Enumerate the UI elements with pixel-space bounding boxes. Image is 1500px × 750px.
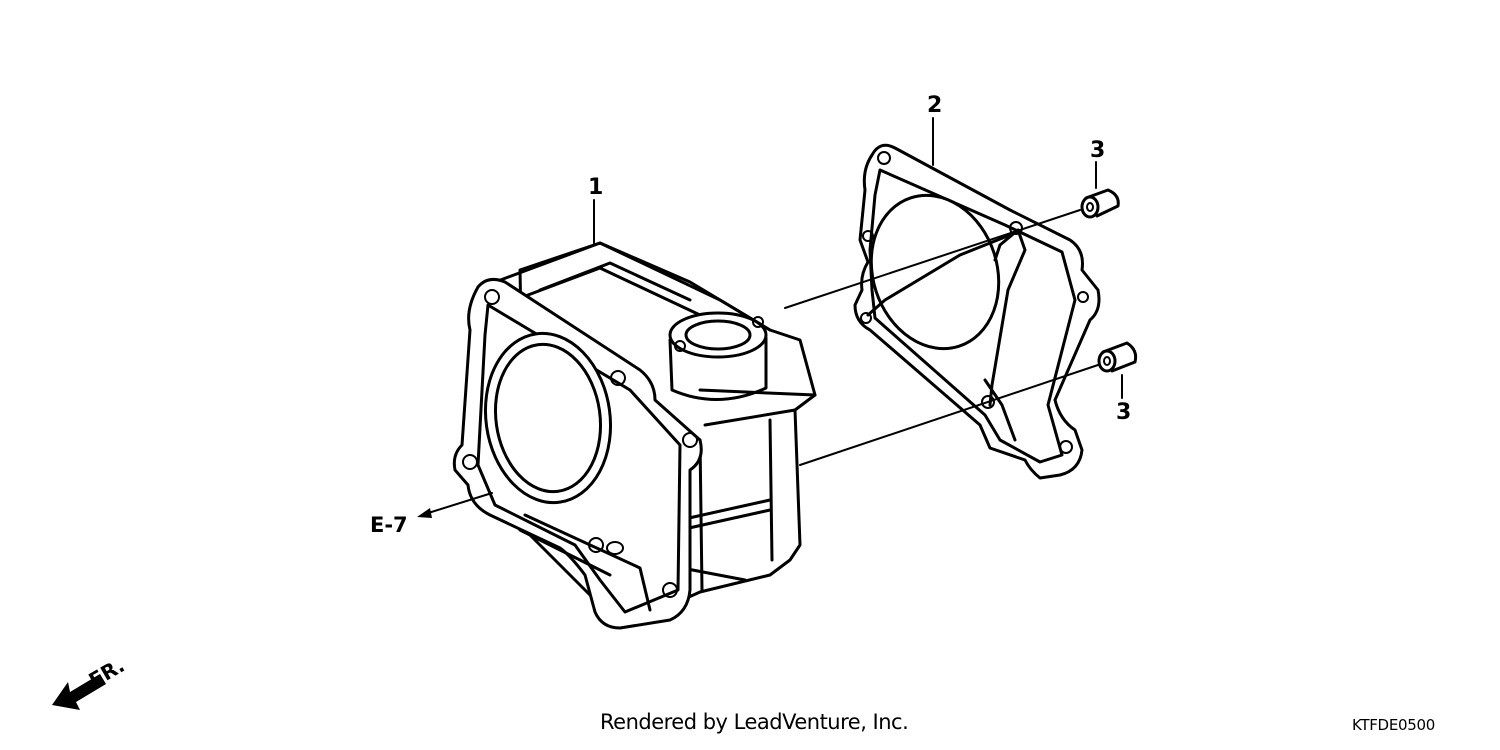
- callout-3-lower: 3: [1116, 400, 1131, 425]
- reference-arrow-icon: [417, 508, 432, 518]
- front-direction-indicator: FR.: [52, 653, 129, 710]
- credit-text: Rendered by LeadVenture, Inc.: [600, 710, 909, 734]
- dowel-pin-lower[interactable]: [1097, 341, 1138, 373]
- gasket-part[interactable]: [852, 143, 1101, 480]
- alignment-lines: [784, 209, 1099, 466]
- callout-leaders: [593, 117, 1123, 399]
- reference-label: E-7: [370, 513, 408, 537]
- cylinder-part[interactable]: [452, 241, 817, 630]
- callout-3-upper: 3: [1090, 138, 1105, 163]
- callout-1: 1: [588, 175, 603, 200]
- dowel-pin-upper[interactable]: [1080, 188, 1120, 219]
- diagram-code: KTFDE0500: [1352, 716, 1435, 734]
- callout-2: 2: [927, 93, 942, 118]
- front-arrow-icon: [52, 674, 106, 710]
- reference-e7[interactable]: E-7: [370, 492, 493, 537]
